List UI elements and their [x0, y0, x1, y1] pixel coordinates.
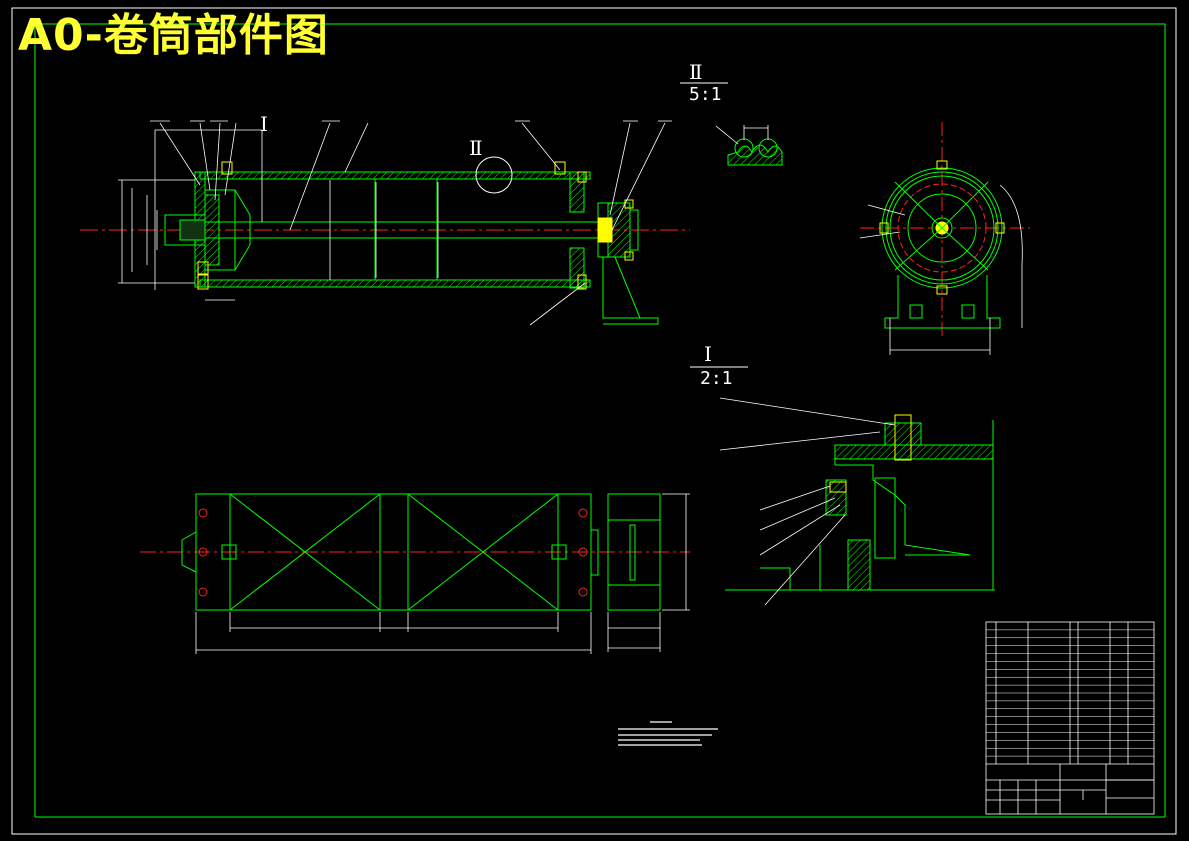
- end-view: [859, 122, 1030, 355]
- detail-i-view: [690, 366, 995, 606]
- detail-ii-scale: 5:1: [689, 84, 722, 105]
- drawing-frame: [11, 7, 1177, 835]
- detail-i-label: Ⅰ: [704, 342, 712, 366]
- detail-ii-label: Ⅱ: [689, 60, 703, 84]
- parts-list-and-title-block: [985, 621, 1155, 815]
- top-view: [140, 493, 690, 654]
- drawing-title: A0-卷筒部件图: [18, 10, 329, 61]
- detail-ii-view: [680, 82, 783, 166]
- detail-i-scale: 2:1: [700, 368, 733, 389]
- main-section-view: [80, 120, 690, 326]
- technical-notes: [618, 721, 718, 746]
- callout-i-label: Ⅰ: [260, 112, 268, 136]
- parts-list-rows: [986, 629, 1154, 757]
- callout-ii-label: Ⅱ: [469, 136, 483, 160]
